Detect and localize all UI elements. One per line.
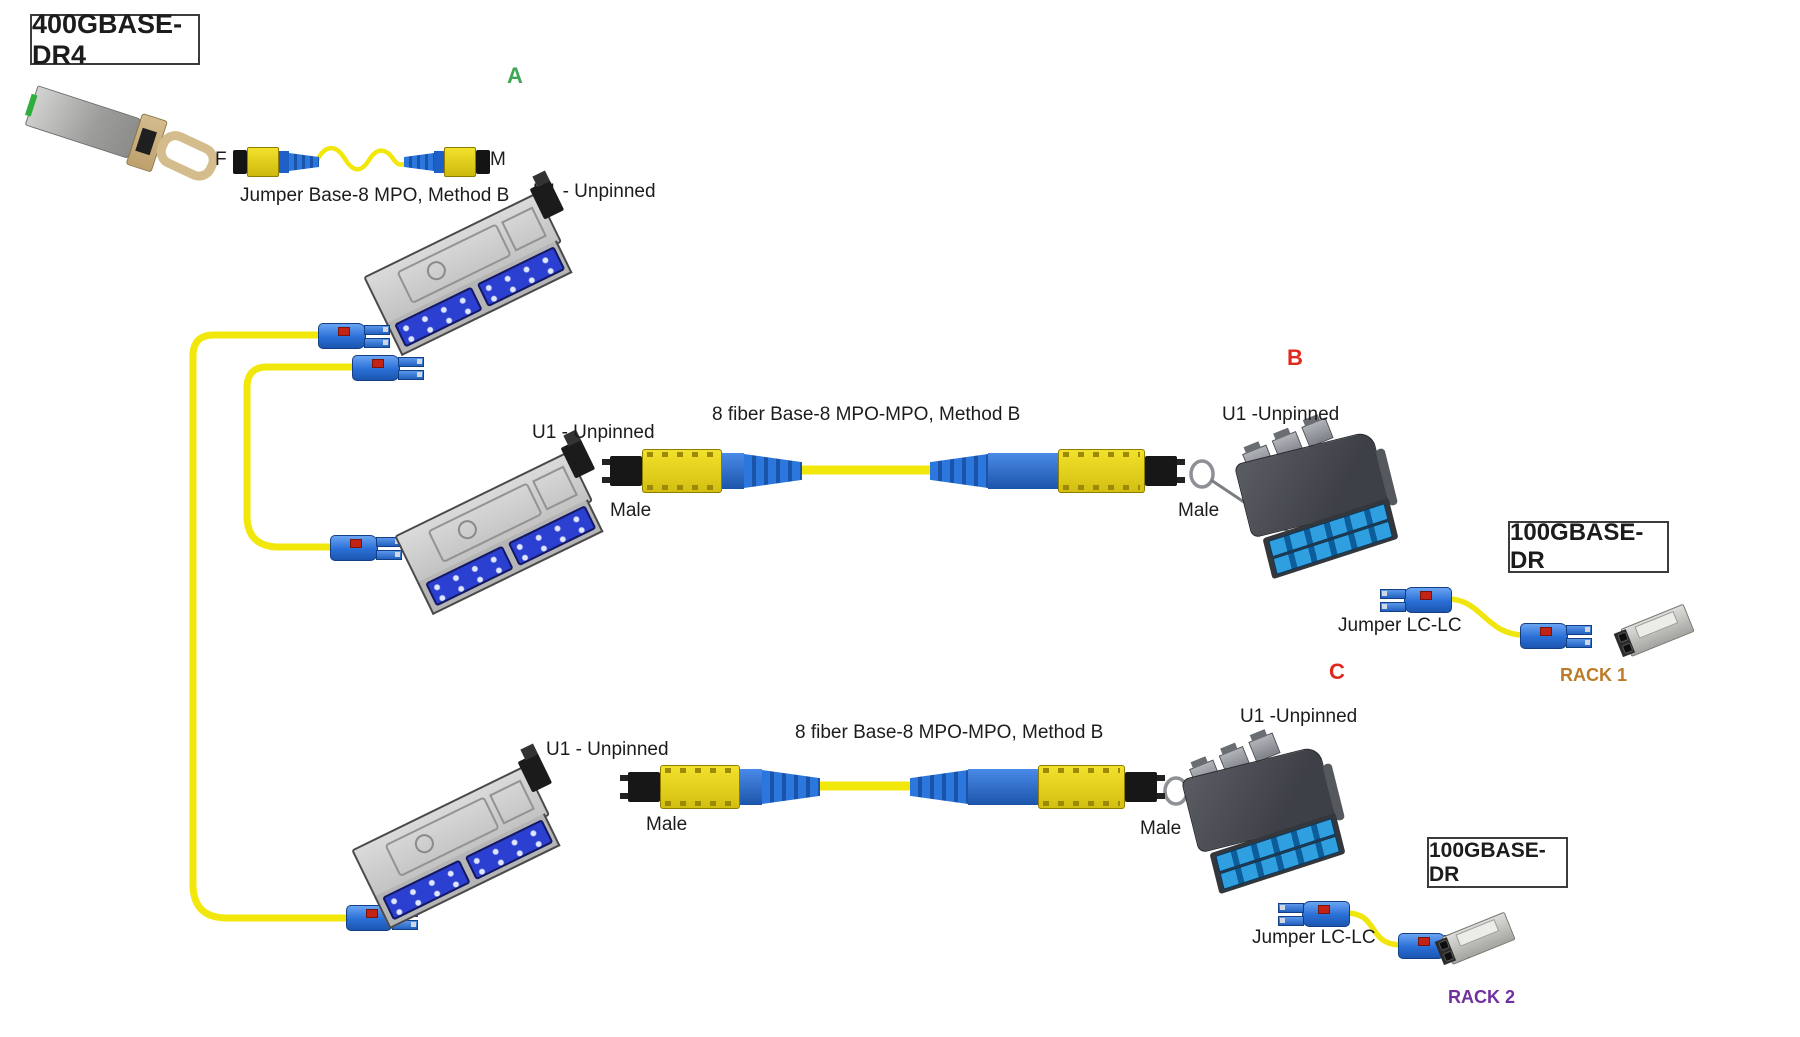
mpo-ferrule-icon [476,150,490,174]
point-b-label: B [1287,345,1303,370]
mpo-pins-icon [602,459,610,483]
mpo-body-icon [660,765,740,809]
mpo-body-icon [444,147,476,177]
mpo-pins-icon [1177,459,1185,483]
mpo-body-icon [247,147,279,177]
male-c-left-label: Male [646,814,688,835]
lc-connector-a1 [318,321,390,349]
mpo-collar-icon [988,453,1058,489]
mpo-pins-icon [1157,775,1165,799]
cassette-b-right-label: U1 -Unpinned [1222,404,1340,425]
cassette-b-left-label: U1 - Unpinned [532,422,655,443]
mpo-collar-icon [434,151,444,173]
trunk-b-mpo-right [930,449,1185,493]
jumper-end-f-label: F [215,149,227,170]
mpo-collar-icon [722,453,744,489]
target-b-title-box: 100GBASE-DR [1508,519,1669,574]
mpo-ferrule-icon [610,456,642,486]
mpo-boot-icon [930,454,988,488]
target-c-title: 100GBASE-DR [1429,838,1546,886]
mpo-boot-icon [744,454,802,488]
mpo-connector-m [404,147,490,177]
mpo-boot-icon [289,153,319,171]
mpo-collar-icon [279,151,289,173]
trunk-b-label: 8 fiber Base-8 MPO-MPO, Method B [712,404,1021,425]
mpo-ferrule-icon [1145,456,1177,486]
source-title: 400GBASE-DR4 [32,8,183,70]
jumper-lc-c-label: Jumper LC-LC [1252,927,1376,948]
pull-ring-b [1189,459,1215,489]
point-a-label: A [507,63,523,88]
trunk-c-mpo-left [620,765,820,809]
trunk-c-label: 8 fiber Base-8 MPO-MPO, Method B [795,722,1104,743]
lc-connector-a2 [352,353,424,381]
trunk-b-mpo-left [602,449,802,493]
lc-connector-into-cassette-b [330,533,402,561]
cassette-a-label: U1 - Unpinned [533,181,656,202]
trunk-c-mpo-right [910,765,1165,809]
jumper-lc-cable-b [1445,596,1527,638]
mpo-boot-icon [910,770,968,804]
jumper-b-lc-left [1380,585,1452,613]
target-b-title: 100GBASE-DR [1510,519,1644,574]
mpo-body-icon [1058,449,1145,493]
jumper-mpo-cable [313,145,412,172]
rack1-label: RACK 1 [1560,665,1628,685]
mpo-ferrule-icon [628,772,660,802]
male-b-right-label: Male [1178,500,1220,521]
cassette-c-right-label: U1 -Unpinned [1240,706,1358,727]
male-c-right-label: Male [1140,818,1182,839]
male-b-left-label: Male [610,500,652,521]
jumper-lc-cable-c [1343,910,1405,948]
point-c-label: C [1329,659,1345,684]
mpo-collar-icon [740,769,762,805]
cable-a-to-c [189,331,354,922]
jumper-lc-b-label: Jumper LC-LC [1338,615,1462,636]
jumper-b-lc-right [1520,621,1592,649]
mpo-connector-f [233,147,319,177]
jumper-c-lc-left [1278,899,1350,927]
mpo-ferrule-icon [233,150,247,174]
target-c-title-box: 100GBASE-DR [1427,837,1568,888]
mpo-boot-icon [762,770,820,804]
mpo-ferrule-icon [1125,772,1157,802]
cassette-c-left-label: U1 - Unpinned [546,739,669,760]
mpo-body-icon [1038,765,1125,809]
jumper-mpo-label: Jumper Base-8 MPO, Method B [240,185,510,206]
mpo-boot-icon [404,153,434,171]
cable-a-to-b [243,363,360,551]
mpo-collar-icon [968,769,1038,805]
mpo-body-icon [642,449,722,493]
source-title-box: 400GBASE-DR4 [30,9,200,70]
jumper-end-m-label: M [490,149,506,170]
mpo-pins-icon [620,775,628,799]
rack2-label: RACK 2 [1448,987,1516,1007]
